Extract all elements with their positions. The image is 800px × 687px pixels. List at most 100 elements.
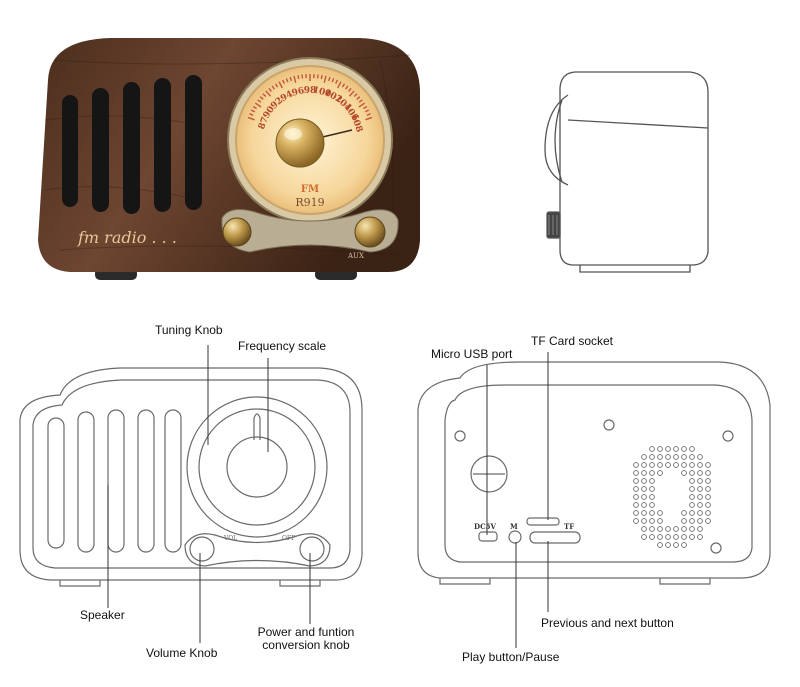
speaker-hole — [690, 503, 695, 508]
front-dial-inner — [199, 409, 315, 525]
speaker-hole — [642, 455, 647, 460]
speaker-hole — [650, 511, 655, 516]
speaker-hole — [634, 503, 639, 508]
speaker-hole — [682, 447, 687, 452]
speaker-hole — [650, 503, 655, 508]
speaker-hole — [690, 487, 695, 492]
front-line-drawing — [20, 368, 362, 586]
speaker-hole — [690, 463, 695, 468]
callout-prev-next: Previous and next button — [541, 616, 674, 630]
speaker-hole — [642, 519, 647, 524]
back-screw-top-center — [604, 420, 614, 430]
speaker-hole — [658, 535, 663, 540]
callout-speaker: Speaker — [80, 608, 125, 622]
back-micro-usb-port — [479, 532, 497, 541]
speaker-hole — [698, 479, 703, 484]
speaker-hole — [650, 479, 655, 484]
speaker-hole — [642, 535, 647, 540]
speaker-hole — [666, 527, 671, 532]
speaker-hole — [658, 527, 663, 532]
back-line-drawing — [418, 362, 770, 584]
speaker-hole — [682, 471, 687, 476]
speaker-hole — [698, 519, 703, 524]
callout-lines — [108, 345, 548, 648]
speaker-hole — [690, 519, 695, 524]
back-speaker-grille — [634, 447, 711, 548]
speaker-hole — [706, 503, 711, 508]
speaker-hole — [650, 527, 655, 532]
front-pointer — [254, 414, 260, 440]
back-screw-bottom-right — [711, 543, 721, 553]
dial-tick — [321, 75, 322, 79]
speaker-hole — [642, 527, 647, 532]
front-tuning-knob — [227, 437, 287, 497]
speaker-hole — [658, 519, 663, 524]
speaker-hole — [642, 495, 647, 500]
speaker-hole — [666, 455, 671, 460]
back-prev-next-button — [530, 532, 580, 543]
front-power-knob — [300, 537, 324, 561]
speaker-hole — [658, 463, 663, 468]
callout-tf-card: TF Card socket — [531, 334, 613, 348]
speaker-hole — [674, 455, 679, 460]
photo-volume-knob — [223, 218, 251, 246]
front-vol-label: VOL — [223, 535, 237, 542]
back-play-label: M — [510, 522, 518, 531]
speaker-hole — [674, 447, 679, 452]
speaker-hole — [634, 511, 639, 516]
back-screw-top-right — [723, 431, 733, 441]
speaker-hole — [698, 535, 703, 540]
speaker-hole — [634, 463, 639, 468]
speaker-hole — [634, 495, 639, 500]
speaker-hole — [650, 519, 655, 524]
speaker-hole — [682, 527, 687, 532]
speaker-hole — [642, 479, 647, 484]
speaker-hole — [690, 495, 695, 500]
callout-tuning-knob: Tuning Knob — [155, 323, 223, 337]
callout-power-function: Power and funtion conversion knob — [246, 626, 366, 652]
speaker-hole — [674, 535, 679, 540]
speaker-hole — [690, 527, 695, 532]
speaker-hole — [666, 535, 671, 540]
speaker-hole — [658, 543, 663, 548]
photo-brand-script: fm radio . . . — [77, 228, 177, 247]
callout-frequency-scale: Frequency scale — [238, 339, 326, 353]
speaker-hole — [690, 479, 695, 484]
speaker-hole — [698, 503, 703, 508]
photo-power-knob — [355, 217, 385, 247]
speaker-hole — [698, 511, 703, 516]
speaker-hole — [666, 543, 671, 548]
speaker-hole — [650, 455, 655, 460]
speaker-hole — [682, 463, 687, 468]
speaker-hole — [634, 479, 639, 484]
speaker-hole — [674, 527, 679, 532]
speaker-hole — [698, 495, 703, 500]
speaker-hole — [666, 447, 671, 452]
speaker-hole — [698, 471, 703, 476]
speaker-hole — [706, 511, 711, 516]
back-dc-label: DC5V — [474, 522, 497, 531]
speaker-hole — [634, 519, 639, 524]
speaker-hole — [690, 511, 695, 516]
speaker-hole — [698, 527, 703, 532]
speaker-hole — [690, 471, 695, 476]
speaker-hole — [650, 535, 655, 540]
speaker-hole — [642, 463, 647, 468]
speaker-hole — [706, 479, 711, 484]
speaker-hole — [698, 455, 703, 460]
speaker-hole — [650, 495, 655, 500]
speaker-hole — [698, 463, 703, 468]
back-tf-slot — [527, 518, 559, 525]
front-volume-knob — [190, 537, 214, 561]
callout-volume-knob: Volume Knob — [146, 646, 217, 660]
speaker-hole — [650, 447, 655, 452]
photo-aux-label: AUX — [347, 252, 364, 260]
callout-micro-usb: Micro USB port — [431, 347, 512, 361]
speaker-hole — [674, 543, 679, 548]
radio-photo: fm radio . . . 8790929496981001021041061… — [38, 38, 420, 280]
speaker-hole — [642, 511, 647, 516]
speaker-hole — [698, 487, 703, 492]
speaker-hole — [706, 495, 711, 500]
speaker-hole — [706, 471, 711, 476]
